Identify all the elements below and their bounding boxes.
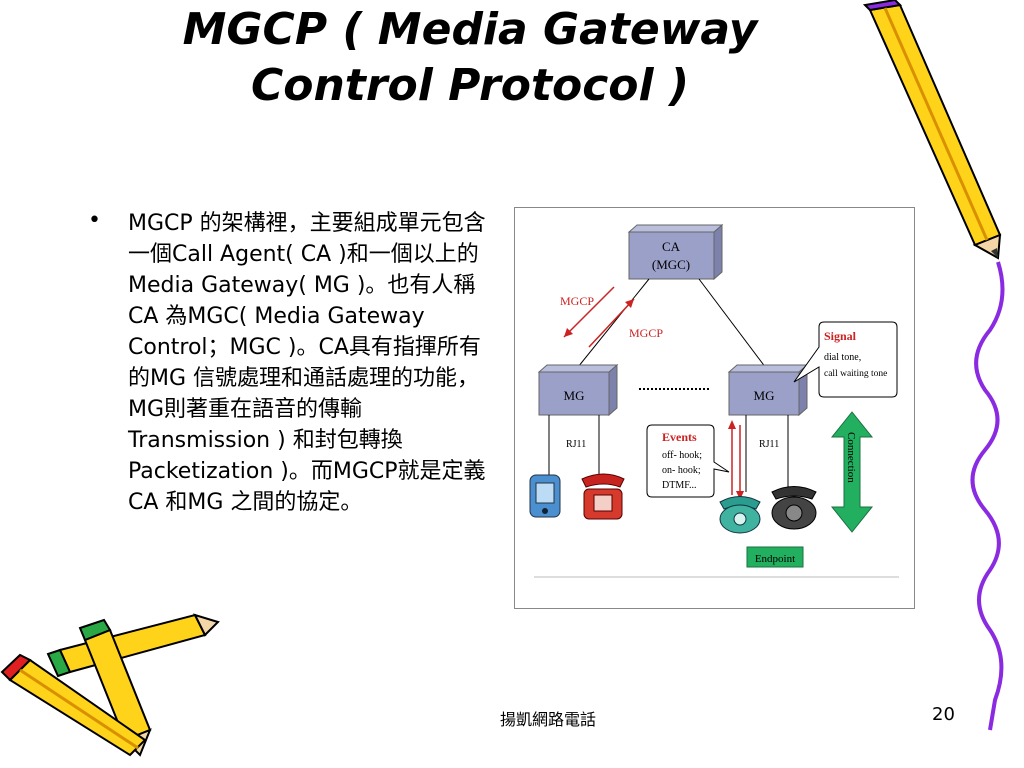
signal-title: Signal	[824, 329, 857, 343]
mg-left-box: MG	[537, 363, 619, 417]
signal-callout: Signal dial tone, call waiting tone	[793, 321, 898, 398]
connection-label: Connection	[845, 432, 857, 483]
events-line-2: on- hook;	[662, 465, 701, 476]
endpoint-badge: Endpoint	[746, 546, 804, 568]
pencils-clipart	[0, 613, 220, 757]
squiggle-line	[970, 261, 1005, 731]
mg-left-label: MG	[564, 388, 585, 403]
mg-right-label: MG	[754, 388, 775, 403]
rj11-right-label: RJ11	[759, 439, 779, 450]
bullet-paragraph: MGCP 的架構裡，主要組成單元包含一個Call Agent( CA )和一個以…	[128, 211, 486, 515]
ca-to-mg-right-line	[698, 278, 770, 373]
page-number: 20	[932, 704, 955, 725]
pencil-icon-1	[46, 613, 220, 678]
events-callout: Events off- hook; on- hook; DTMF...	[646, 424, 730, 498]
title-line-2: Control Protocol )	[250, 60, 690, 111]
phone-red-icon	[581, 473, 625, 520]
mgcp-label-right: MGCP	[629, 326, 663, 340]
phone-black-icon	[771, 486, 817, 530]
mgcp-arrows: MGCP MGCP	[560, 286, 663, 348]
bullet-marker: •	[88, 208, 101, 233]
title-line-1: MGCP ( Media Gateway	[182, 4, 758, 55]
ca-to-mg-left-line	[573, 278, 650, 373]
signal-line-2: call waiting tone	[824, 369, 887, 379]
connection-arrow: Connection	[830, 411, 874, 533]
endpoint-label: Endpoint	[755, 553, 795, 565]
phone-blue-icon	[529, 474, 561, 518]
events-title: Events	[662, 430, 697, 444]
mgcp-label-left: MGCP	[560, 294, 594, 308]
phone-green-icon	[719, 496, 761, 534]
ca-label: CA	[662, 239, 681, 254]
slide-title: MGCP ( Media Gateway Control Protocol )	[120, 2, 820, 114]
slide-footer: 揚凱網路電話	[500, 710, 597, 729]
events-line-1: off- hook;	[662, 450, 702, 461]
pencil-icon	[862, 0, 1002, 260]
mgc-label: (MGC)	[652, 257, 690, 272]
pencil-icon-3	[0, 653, 147, 757]
rj11-left-label: RJ11	[566, 439, 586, 450]
mg-right-box: MG	[727, 363, 809, 417]
events-arrows	[728, 420, 744, 500]
pencil-squiggle-clipart	[862, 0, 1005, 731]
mgcp-architecture-diagram: CA (MGC) MGCP MGCP MG MG RJ11 RJ11	[514, 207, 915, 609]
events-line-3: DTMF...	[662, 480, 696, 491]
signal-line-1: dial tone,	[824, 352, 861, 363]
ca-box: CA (MGC)	[627, 223, 724, 281]
